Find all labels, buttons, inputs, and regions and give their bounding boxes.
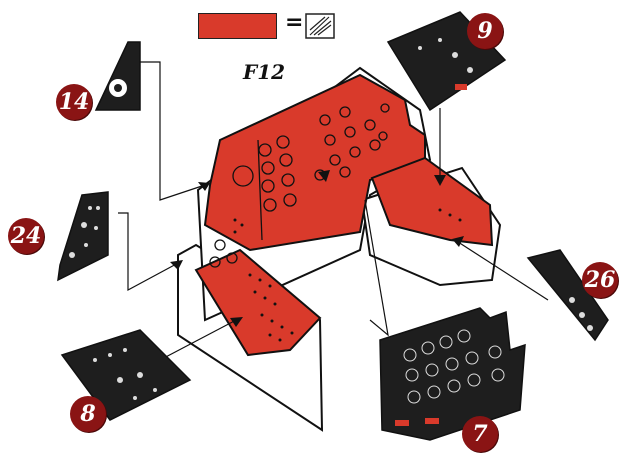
leader-arrows (170, 170, 464, 327)
callout-9: 9 (467, 13, 503, 49)
switch-dots (233, 208, 462, 342)
leader-lines (118, 61, 549, 361)
inset-panel-14 (94, 41, 141, 111)
callout-8: 8 (70, 396, 106, 432)
inset-panel-24 (57, 191, 109, 282)
callout-26: 26 (582, 262, 618, 298)
callout-14: 14 (56, 84, 92, 120)
legend-equals: = (285, 10, 304, 35)
diagram-title: F12 (243, 60, 286, 84)
callout-24: 24 (8, 218, 44, 254)
callout-7: 7 (462, 416, 498, 452)
legend-color-swatch (198, 13, 277, 39)
decal-icon (305, 13, 335, 39)
right-console-painted (370, 156, 494, 247)
inset-panel-7 (379, 307, 526, 441)
panel-7-gauges (403, 329, 505, 404)
inset-panel-26 (526, 249, 609, 342)
instrument-dials (209, 103, 390, 268)
